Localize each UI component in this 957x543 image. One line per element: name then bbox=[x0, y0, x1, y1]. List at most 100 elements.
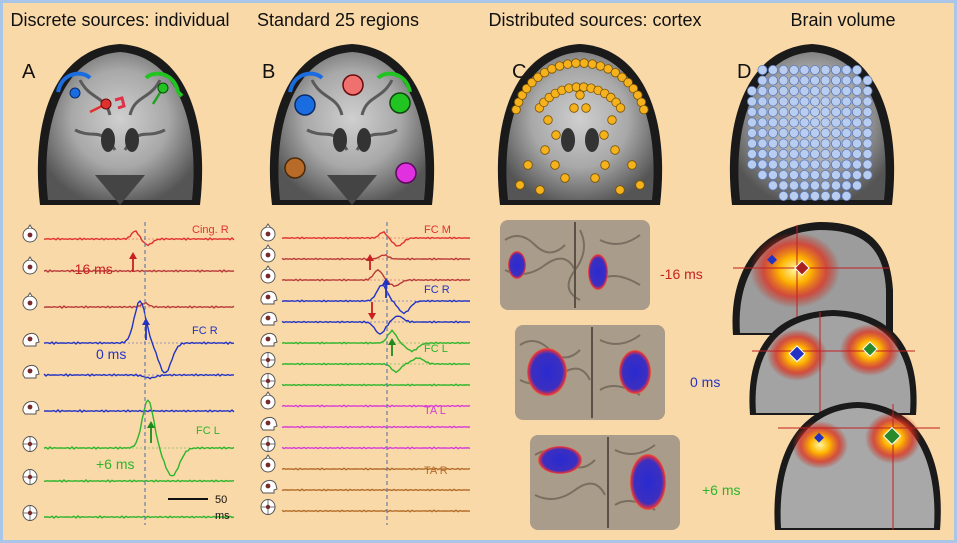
volume-grid-dot bbox=[831, 148, 842, 159]
volume-grid-dot bbox=[810, 75, 821, 86]
volume-view-coronal-1 bbox=[749, 310, 917, 415]
cortical-dipole-dot bbox=[623, 77, 633, 88]
volume-grid-dot bbox=[799, 65, 810, 76]
volume-grid-dot bbox=[852, 169, 863, 180]
panel-b-arrows bbox=[366, 254, 396, 356]
panel-b-letter: B bbox=[262, 61, 275, 83]
volume-grid-dot bbox=[852, 180, 863, 191]
volume-grid-dot bbox=[831, 159, 842, 170]
waveform-trace bbox=[43, 301, 235, 309]
cortical-dipole-dot bbox=[554, 61, 565, 71]
volume-grid-dot bbox=[768, 138, 779, 149]
volume-grid-dot bbox=[778, 75, 789, 86]
volume-grid-dot bbox=[747, 148, 758, 159]
volume-grid-dot bbox=[768, 75, 779, 86]
panel-c-title: Distributed sources: cortex bbox=[488, 10, 701, 30]
cortical-dipole-dot bbox=[523, 160, 533, 170]
volume-grid-dot bbox=[852, 117, 863, 128]
cortical-dipole-dot bbox=[515, 180, 525, 190]
volume-grid-dot bbox=[862, 159, 873, 170]
time-label-0: 0 ms bbox=[96, 346, 126, 362]
volume-grid-dot bbox=[831, 127, 842, 138]
volume-grid-dot bbox=[820, 107, 831, 118]
volume-grid-dot bbox=[768, 107, 779, 118]
cortex-view-minus-16 bbox=[500, 220, 650, 310]
cortical-dipole-dot bbox=[610, 67, 621, 78]
volume-grid-dot bbox=[799, 180, 810, 191]
waveform-trace bbox=[43, 479, 235, 483]
volume-grid-dot bbox=[747, 138, 758, 149]
volume-grid-dot bbox=[757, 148, 768, 159]
waveform-trace bbox=[43, 399, 235, 477]
volume-grid-dot bbox=[747, 96, 758, 107]
cortex-time-plus-6: +6 ms bbox=[702, 482, 741, 498]
volume-grid-dot bbox=[841, 65, 852, 76]
volume-grid-dot bbox=[757, 107, 768, 118]
volume-grid-dot bbox=[841, 180, 852, 191]
volume-grid-dot bbox=[810, 65, 821, 76]
cortical-dipole-dot bbox=[610, 145, 620, 155]
volume-grid-dot bbox=[810, 117, 821, 128]
volume-grid-dot bbox=[778, 190, 789, 201]
cortex-time-0: 0 ms bbox=[690, 374, 720, 390]
volume-grid-dot bbox=[862, 117, 873, 128]
cortex-view-plus-6 bbox=[530, 435, 680, 530]
volume-grid-dot bbox=[799, 96, 810, 107]
cortical-dipole-dot bbox=[617, 72, 627, 82]
volume-grid-dot bbox=[757, 117, 768, 128]
volume-grid-dot bbox=[862, 75, 873, 86]
head-orientation-icon bbox=[260, 499, 276, 515]
volume-grid-dot bbox=[747, 107, 758, 118]
volume-grid-dot bbox=[820, 117, 831, 128]
cortex-time-minus-16: -16 ms bbox=[660, 266, 703, 282]
volume-grid-dot bbox=[799, 138, 810, 149]
waveform-trace bbox=[43, 300, 235, 374]
volume-grid-dot bbox=[841, 75, 852, 86]
volume-grid-dot bbox=[841, 117, 852, 128]
volume-grid-dot bbox=[820, 75, 831, 86]
volume-grid-dot bbox=[820, 169, 831, 180]
volume-grid-dot bbox=[862, 138, 873, 149]
volume-grid-dot bbox=[831, 190, 842, 201]
volume-grid-dot bbox=[852, 75, 863, 86]
cortical-dipole-dot bbox=[600, 160, 610, 170]
cortical-dipole-dot bbox=[551, 130, 561, 140]
volume-grid-dot bbox=[778, 180, 789, 191]
volume-grid-dot bbox=[799, 75, 810, 86]
cortical-dipole-dot bbox=[527, 77, 537, 88]
trace-label-fc-r-b: FC R bbox=[424, 284, 450, 296]
volume-grid-dot bbox=[789, 65, 800, 76]
cortical-dipole-dot bbox=[615, 103, 626, 113]
volume-grid-dot bbox=[831, 169, 842, 180]
cortical-dipole-dot bbox=[543, 115, 553, 125]
cortical-dipole-dot bbox=[628, 83, 639, 94]
panel-a-traces bbox=[22, 224, 235, 521]
panel-d-volume-grid bbox=[747, 65, 873, 201]
panel-d-letter: D bbox=[737, 61, 751, 83]
volume-grid-dot bbox=[841, 190, 852, 201]
volume-grid-dot bbox=[841, 127, 852, 138]
volume-grid-dot bbox=[810, 169, 821, 180]
volume-grid-dot bbox=[831, 86, 842, 97]
volume-grid-dot bbox=[820, 138, 831, 149]
volume-grid-dot bbox=[768, 96, 779, 107]
volume-grid-dot bbox=[862, 86, 873, 97]
volume-grid-dot bbox=[831, 75, 842, 86]
volume-grid-dot bbox=[778, 148, 789, 159]
volume-grid-dot bbox=[778, 138, 789, 149]
volume-view-coronal-2 bbox=[774, 402, 941, 530]
volume-grid-dot bbox=[799, 107, 810, 118]
cortex-view-0 bbox=[515, 325, 665, 420]
volume-grid-dot bbox=[768, 148, 779, 159]
time-label-minus-16: -16 ms bbox=[70, 261, 113, 277]
volume-grid-dot bbox=[841, 148, 852, 159]
volume-grid-dot bbox=[747, 159, 758, 170]
volume-grid-dot bbox=[778, 86, 789, 97]
waveform-trace bbox=[43, 230, 235, 247]
cortical-dipole-dot bbox=[599, 130, 609, 140]
volume-grid-dot bbox=[789, 96, 800, 107]
head-orientation-icon bbox=[22, 436, 38, 452]
volume-grid-dot bbox=[862, 107, 873, 118]
volume-grid-dot bbox=[852, 86, 863, 97]
